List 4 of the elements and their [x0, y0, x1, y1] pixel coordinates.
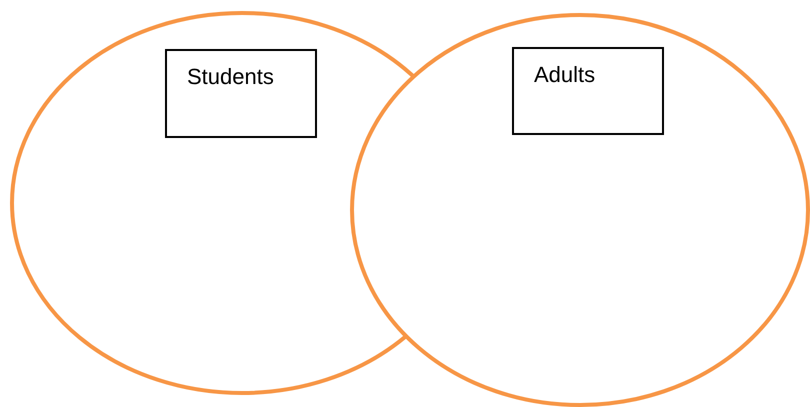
label-box: [512, 47, 664, 135]
category-label: Adults: [534, 61, 596, 88]
category-label: Students: [187, 63, 275, 90]
label-box: [165, 49, 317, 138]
